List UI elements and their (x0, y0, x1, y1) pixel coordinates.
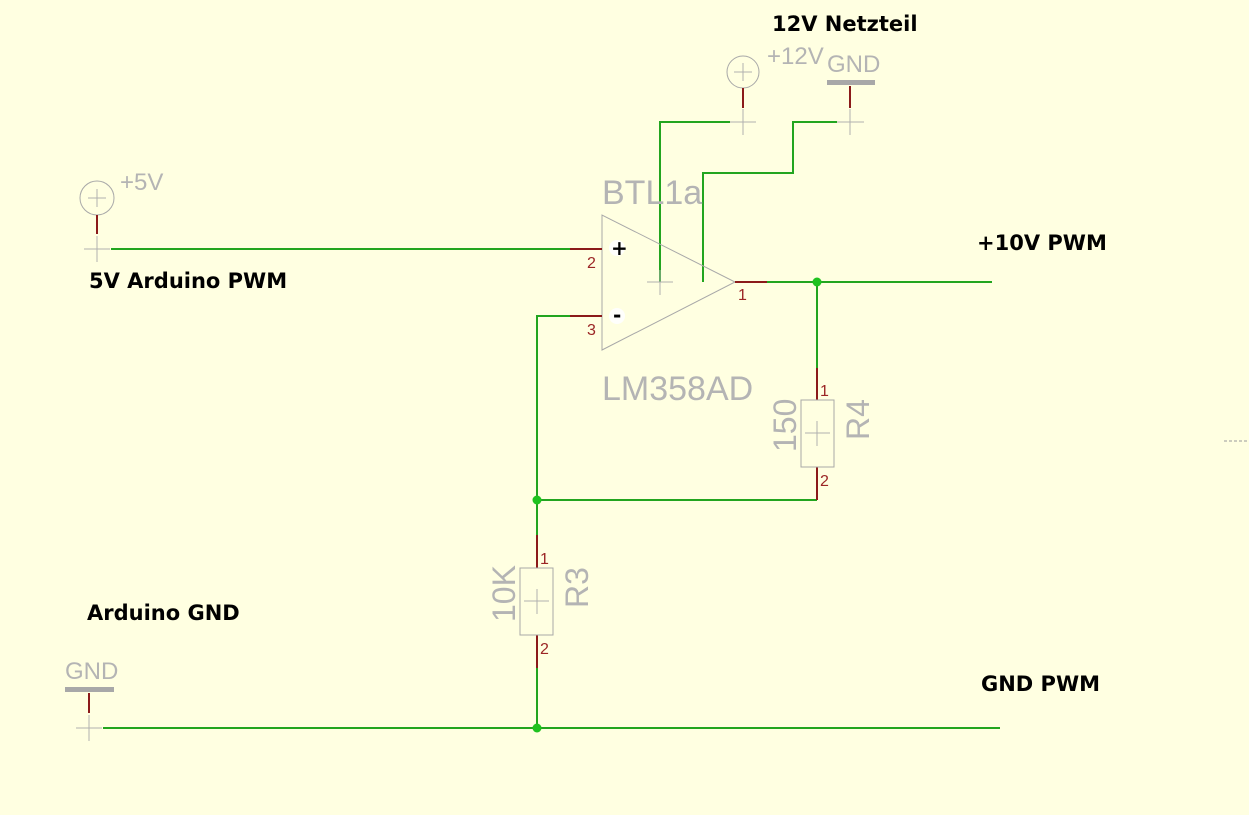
gnd-left-label: GND (65, 658, 118, 685)
resistor-body-icon (519, 567, 554, 636)
gnd-symbol-top[interactable]: GND (827, 51, 880, 135)
r3-name: R3 (559, 567, 595, 608)
label-5v-arduino-pwm: 5V Arduino PWM (89, 269, 287, 293)
pin-num-minus: 3 (587, 322, 596, 339)
junction-feedback[interactable] (532, 495, 542, 505)
r3-pin1: 1 (540, 551, 549, 568)
resistor-body-icon (800, 399, 835, 468)
opamp-triangle-icon (601, 214, 737, 351)
ground-icon (65, 687, 114, 692)
label-arduino-gnd: Arduino GND (87, 601, 240, 625)
pin-num-out: 1 (738, 287, 747, 304)
wire-vplus-12v[interactable] (659, 121, 730, 282)
r3-pin2: 2 (540, 641, 549, 658)
plus12v-label: +12V (767, 43, 824, 70)
plus12v-supply-symbol[interactable]: +12V (726, 43, 824, 135)
wires (103, 121, 1000, 729)
gnd-symbol-arduino[interactable]: GND (65, 658, 118, 741)
opamp-minus-sign: - (613, 303, 621, 327)
label-10v-pwm: +10V PWM (977, 231, 1107, 255)
ground-icon (827, 80, 875, 85)
opamp-plus-sign: + (611, 236, 628, 260)
plus5v-supply-symbol[interactable]: +5V (79, 169, 163, 262)
r4-name: R4 (840, 399, 876, 440)
pin-num-plus: 2 (587, 255, 596, 272)
resistor-r3[interactable]: 1 2 10K R3 (486, 535, 595, 668)
r4-value: 150 (767, 399, 803, 452)
r4-pin1: 1 (820, 383, 829, 400)
opamp-value: LM358AD (602, 370, 753, 408)
label-12v-netzteil: 12V Netzteil (772, 12, 918, 36)
junction-output[interactable] (812, 277, 822, 287)
wire-inverting-feedback[interactable] (536, 315, 570, 535)
gnd-top-label: GND (827, 51, 880, 78)
plus5v-label: +5V (120, 169, 163, 196)
r4-pin2: 2 (820, 473, 829, 490)
opamp-lm358[interactable]: + - 2 3 1 BTL1a LM358AD (570, 174, 767, 408)
r3-value: 10K (486, 565, 522, 622)
wire-vminus-gnd[interactable] (702, 121, 837, 282)
label-gnd-pwm: GND PWM (981, 672, 1100, 696)
opamp-name: BTL1a (602, 174, 702, 212)
resistor-r4[interactable]: 1 2 150 R4 (767, 368, 876, 500)
junction-gnd[interactable] (532, 723, 542, 733)
